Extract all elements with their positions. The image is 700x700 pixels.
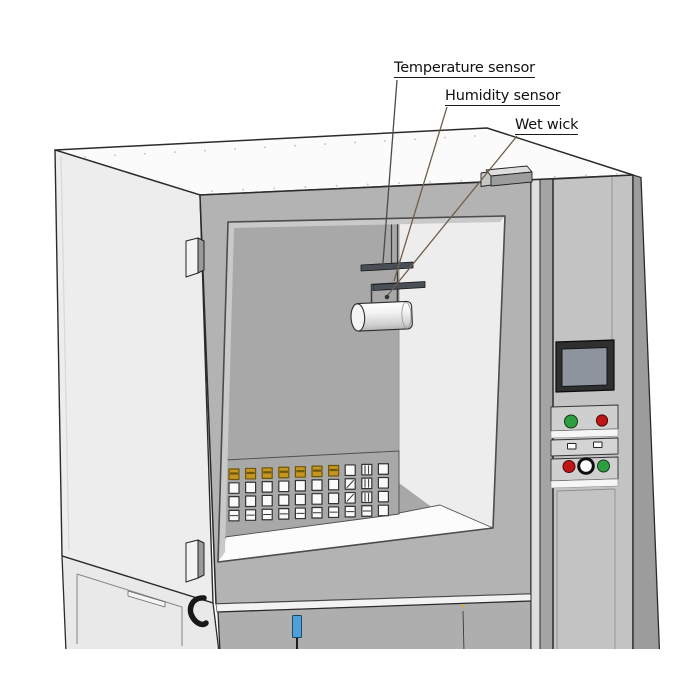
display-screen [555, 339, 615, 393]
left-panel-edge-line [60, 155, 70, 551]
sample-plain-slot [228, 496, 240, 508]
door-hinge-bottom [185, 539, 205, 583]
button-panel-2 [550, 456, 619, 489]
sample-plain-slot [377, 504, 389, 517]
indicator-left [567, 443, 577, 450]
base-left-recessed-panel [76, 573, 183, 646]
door-hinge-top [185, 237, 205, 278]
label-wet-wick: Wet wick [515, 117, 579, 136]
door-tower-gap [530, 179, 541, 649]
green-button-2 [597, 459, 610, 473]
sample-slot-with-vertical-ribs [361, 491, 373, 504]
base-left-handle [127, 590, 166, 608]
leader-temperature-sensor [382, 79, 398, 264]
chamber-right-edge [632, 174, 661, 649]
sample-plain-slot [294, 479, 306, 492]
wet-wick-cylinder [350, 300, 413, 332]
sample-plain-slot [377, 490, 389, 503]
sample-plain-slot [228, 482, 240, 494]
red-button-2 [562, 460, 576, 473]
sample-plain-slot [294, 493, 306, 506]
interior-back-wall [399, 216, 505, 528]
tower-recess-strip [539, 178, 554, 649]
label-temperature-sensor: Temperature sensor [394, 60, 535, 79]
leader-humidity-sensor [393, 106, 448, 282]
label-humidity-sensor: Humidity sensor [445, 88, 561, 107]
sample-plain-slot [328, 492, 340, 505]
sample-plain-slot [377, 476, 389, 489]
tower-lower-panel [556, 488, 616, 649]
button-panel-1 [550, 404, 619, 439]
base-blue-handle [292, 615, 302, 638]
sample-plain-slot [311, 479, 323, 491]
sample-plain-slot [245, 481, 257, 494]
sample-plain-slot [261, 494, 273, 507]
chamber-left-panel [54, 149, 214, 604]
sample-plain-slot [344, 464, 356, 477]
sample-plain-slot [278, 494, 290, 506]
base-latch-dot [461, 604, 465, 608]
temperature-sensor-bar [360, 261, 414, 272]
sample-plain-slot [311, 493, 323, 505]
sample-plain-slot [377, 463, 389, 475]
sample-plain-slot [328, 478, 340, 491]
base-left-panel [61, 555, 220, 649]
sample-grid [228, 463, 389, 522]
ring-button [577, 457, 595, 475]
screen-glass [561, 347, 608, 387]
door-latch [480, 165, 533, 187]
sample-plain-slot [278, 480, 290, 493]
base-door-seam-right [462, 610, 465, 649]
indicator-panel [550, 437, 619, 457]
leader-wet-wick-dot [384, 294, 390, 300]
leader-lines [382, 79, 518, 300]
sample-plain-slot [245, 495, 257, 508]
sample-slot-with-vertical-ribs [361, 463, 373, 476]
green-button-1 [564, 414, 578, 429]
sample-slot-with-vertical-ribs [361, 477, 373, 490]
indicator-right [593, 441, 603, 448]
red-button-1 [595, 414, 609, 427]
humidity-sensor-bar [372, 281, 426, 291]
sample-plain-slot [261, 481, 273, 493]
cable-hook [187, 595, 209, 628]
leader-wet-wick [386, 135, 518, 297]
